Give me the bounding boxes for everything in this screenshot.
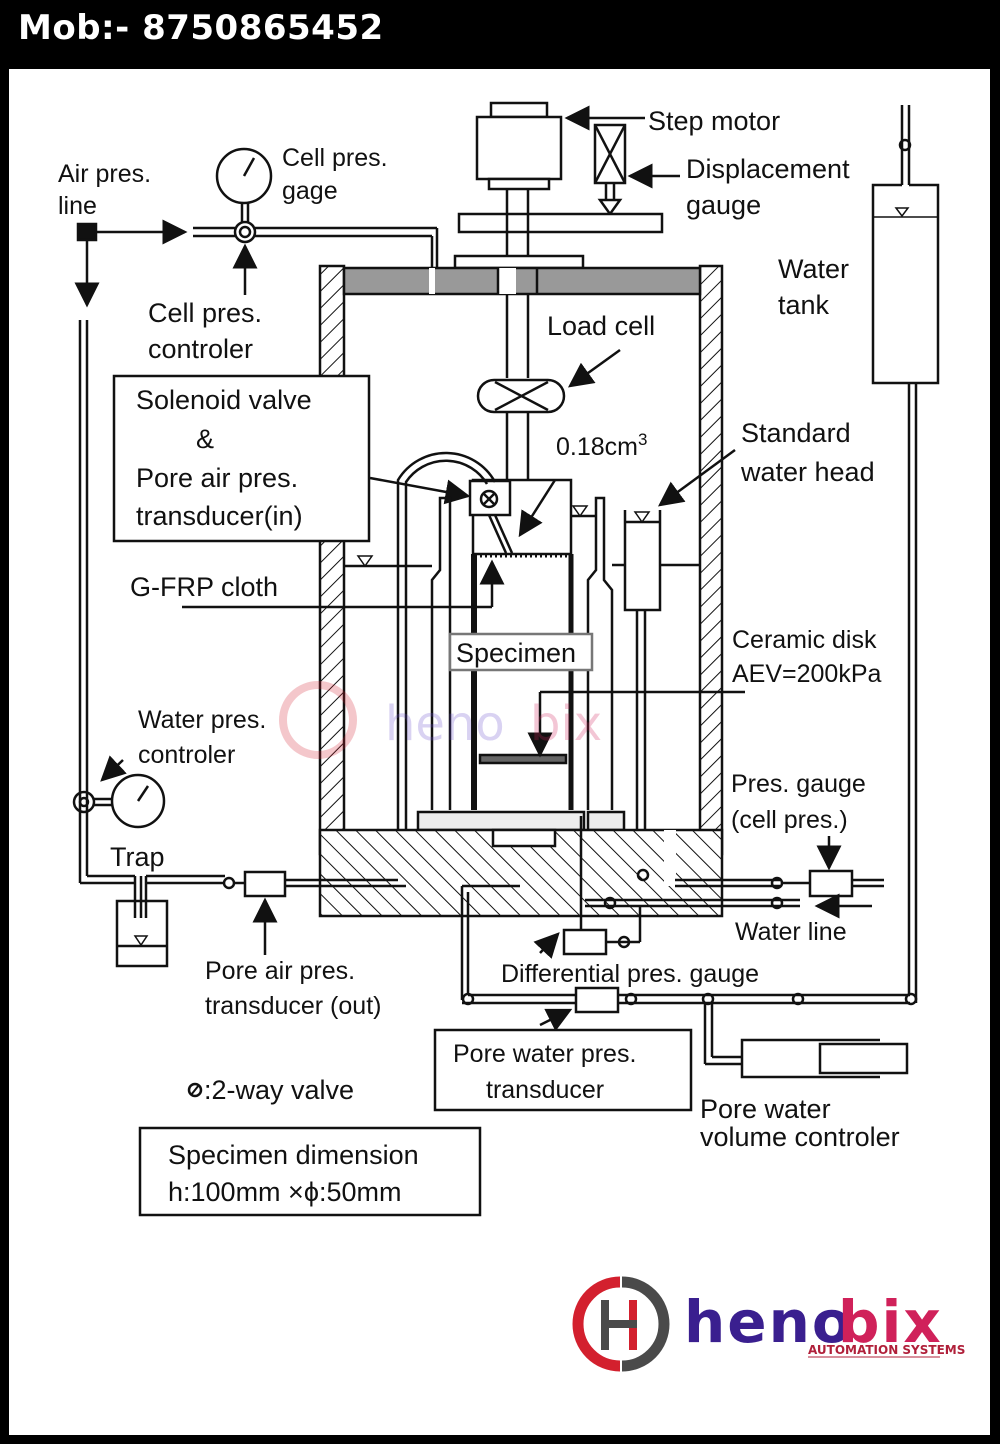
logo-mark-right xyxy=(621,1276,670,1372)
displacement-label-1: Displacement xyxy=(686,154,850,184)
air-line-label-2: line xyxy=(58,192,97,220)
header-bar: Mob:- 8750865452 xyxy=(0,0,1000,68)
standard-head-label-2: water head xyxy=(740,457,875,487)
ceramic-disk xyxy=(478,753,568,765)
watermark: heno bix xyxy=(279,681,602,759)
specimen-label-box xyxy=(448,632,594,672)
differential-pres-gauge xyxy=(562,928,608,956)
water-pres-controler-valve xyxy=(72,790,96,814)
solenoid-label-box xyxy=(112,374,371,543)
water-tank-icon xyxy=(871,183,940,385)
water-line-label: Water line xyxy=(735,918,847,946)
dimension-label-2: h:100mm ×ϕ:50mm xyxy=(168,1177,401,1207)
pore-water-label-2: transducer xyxy=(486,1076,604,1104)
water-controler-label-2: controler xyxy=(138,741,235,769)
water-pres-gauge-icon xyxy=(110,773,166,829)
pore-water-pres-transducer xyxy=(574,986,620,1014)
ceramic-label-2: AEV=200kPa xyxy=(732,660,882,688)
volume-controler-label-2: volume controler xyxy=(700,1122,900,1152)
logo-text-bix: bix xyxy=(838,1288,943,1356)
cell-gage-label-2: gage xyxy=(282,177,338,205)
gfrp-label: G-FRP cloth xyxy=(130,572,278,602)
svg-text:bix: bix xyxy=(530,696,602,752)
pore-air-transducer-out xyxy=(243,870,287,898)
water-tank-label-2: tank xyxy=(778,290,830,320)
contact-number: Mob:- 8750865452 xyxy=(18,8,384,48)
pore-air-out-label-1: Pore air pres. xyxy=(205,957,355,985)
pres-gauge-label-1: Pres. gauge xyxy=(731,770,866,798)
air-line-label-1: Air pres. xyxy=(58,160,151,188)
cell-pres-controler-valve xyxy=(233,220,257,244)
henobix-logo: heno bix AUTOMATION SYSTEMS xyxy=(572,1276,965,1372)
step-motor-label: Step motor xyxy=(648,106,780,136)
pore-water-label-box xyxy=(433,1028,693,1112)
cell-gage-label-1: Cell pres. xyxy=(282,144,388,172)
solenoid-label-1: Solenoid valve xyxy=(136,385,312,415)
trap-icon xyxy=(115,899,169,968)
cell-controler-label-2: controler xyxy=(148,334,253,364)
pres-gauge-label-2: (cell pres.) xyxy=(731,806,848,834)
logo-tagline: AUTOMATION SYSTEMS xyxy=(808,1343,965,1357)
solenoid-label-2: & xyxy=(196,424,214,454)
logo-text-heno: heno xyxy=(684,1288,854,1356)
ceramic-label-1: Ceramic disk xyxy=(732,626,877,654)
cell-wall-left xyxy=(318,264,346,856)
dimension-label-1: Specimen dimension xyxy=(168,1140,419,1170)
pore-air-out-label-2: transducer (out) xyxy=(205,992,381,1020)
solenoid-label-4: transducer(in) xyxy=(136,501,303,531)
valve-legend-label: :2-way valve xyxy=(204,1075,354,1105)
step-motor-icon xyxy=(489,101,549,119)
standard-head-label-1: Standard xyxy=(741,418,851,448)
trap-label: Trap xyxy=(110,842,165,872)
load-cell-label: Load cell xyxy=(547,311,655,341)
pore-water-label-1: Pore water pres. xyxy=(453,1040,636,1068)
svg-text:heno: heno xyxy=(385,696,505,752)
cell-controler-label-1: Cell pres. xyxy=(148,298,262,328)
solenoid-label-3: Pore air pres. xyxy=(136,463,298,493)
differential-label: Differential pres. gauge xyxy=(501,960,759,988)
cell-wall-right xyxy=(698,264,724,856)
water-controler-label-1: Water pres. xyxy=(138,706,266,734)
cell-pres-gauge-box xyxy=(808,869,854,898)
cell-top-plate xyxy=(342,266,702,296)
specimen-label: Specimen xyxy=(456,638,576,668)
dimension-label-box xyxy=(138,1126,482,1217)
logo-mark-left xyxy=(572,1276,621,1372)
air-line-source xyxy=(76,222,98,242)
volume-controler-icon xyxy=(740,1038,880,1079)
water-tank-label-1: Water xyxy=(778,254,849,284)
two-way-valve-icon xyxy=(187,1082,203,1098)
volume-controler-label-1: Pore water xyxy=(700,1094,831,1124)
displacement-label-2: gauge xyxy=(686,190,761,220)
volume-label: 0.18cm3 xyxy=(556,430,647,461)
cell-pres-gage-icon xyxy=(215,147,273,205)
